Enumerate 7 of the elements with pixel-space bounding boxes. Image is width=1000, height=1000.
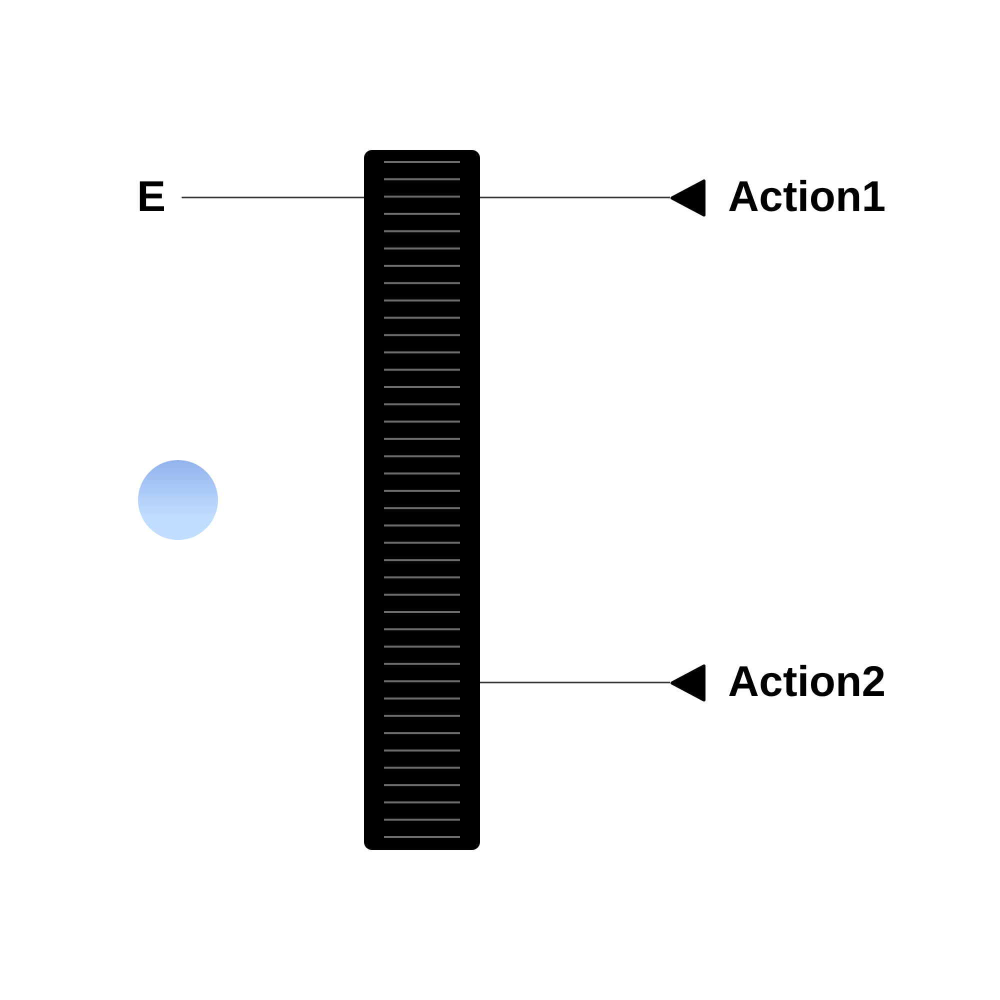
connector-line (480, 682, 670, 684)
label-text: Action2 (728, 661, 886, 704)
label-text: E (137, 176, 182, 219)
striped-bar (364, 150, 480, 850)
connector-line (480, 196, 670, 198)
connector-line (182, 196, 364, 198)
label-text: Action1 (728, 176, 886, 219)
